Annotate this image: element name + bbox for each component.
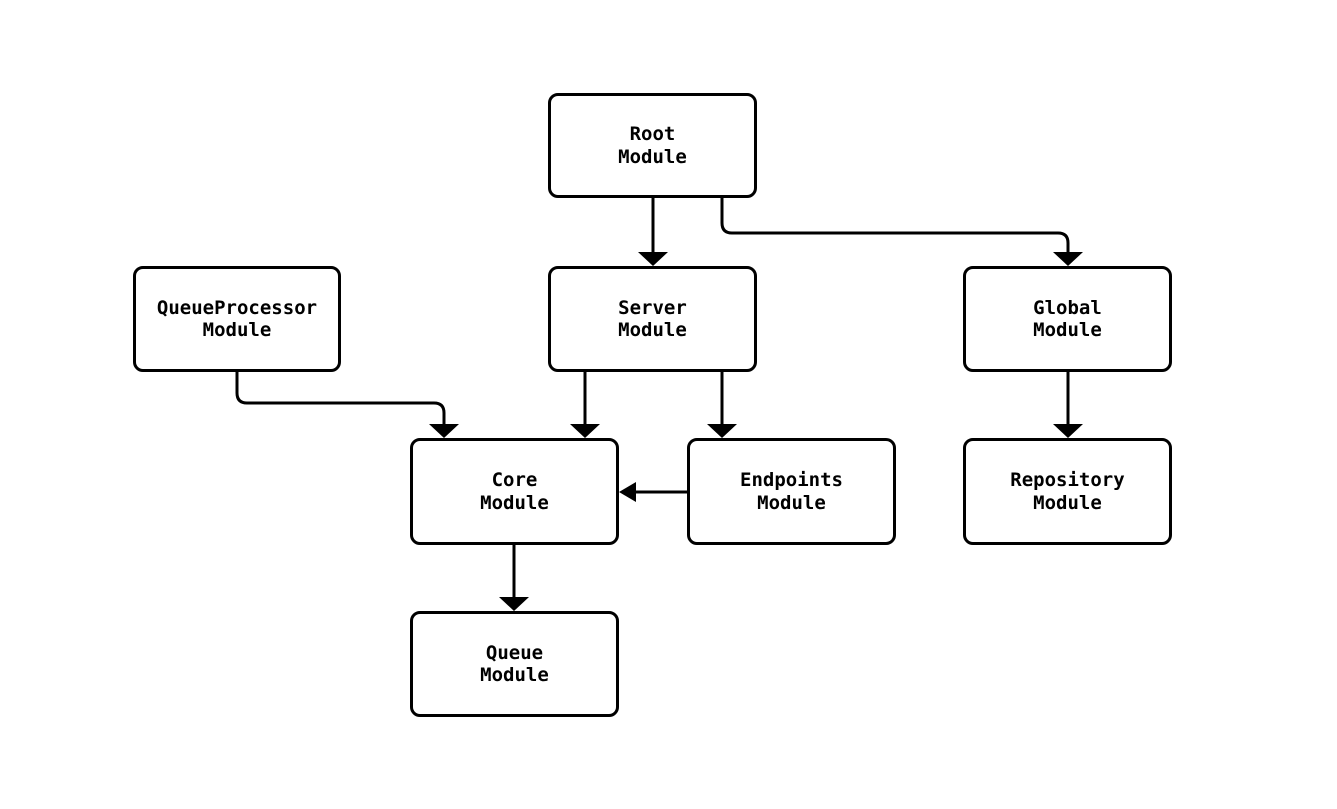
node-core-module-label: Core Module [480, 469, 549, 514]
edge-queueprocessor-to-core-arrowhead-icon [429, 424, 459, 438]
node-endpoints-module-label: Endpoints Module [740, 469, 843, 514]
node-global-module: Global Module [963, 266, 1172, 372]
node-queue-module-label: Queue Module [480, 641, 549, 686]
edge-global-to-repository [1053, 372, 1083, 438]
edge-root-to-global [720, 198, 1083, 266]
edge-server-to-core-arrowhead-icon [570, 424, 600, 438]
edge-server-to-endpoints [707, 372, 737, 438]
edge-core-to-queue-arrowhead-icon [499, 597, 529, 611]
node-server-module-label: Server Module [618, 296, 687, 341]
edge-global-to-repository-arrowhead-icon [1053, 424, 1083, 438]
node-queueprocessor-module: QueueProcessor Module [133, 266, 341, 372]
node-repository-module: Repository Module [963, 438, 1172, 545]
node-queueprocessor-module-label: QueueProcessor Module [156, 296, 318, 341]
edge-endpoints-to-core-arrowhead-icon [619, 482, 636, 502]
edge-endpoints-to-core [619, 482, 687, 502]
edge-server-to-endpoints-arrowhead-icon [707, 424, 737, 438]
edge-server-to-core [570, 372, 600, 438]
node-global-module-label: Global Module [1033, 296, 1102, 341]
edge-queueprocessor-to-core-line [235, 372, 446, 425]
node-endpoints-module: Endpoints Module [687, 438, 896, 545]
node-root-module: Root Module [548, 93, 757, 198]
edge-root-to-global-line [720, 198, 1070, 253]
edge-root-to-global-arrowhead-icon [1053, 252, 1083, 266]
node-queue-module: Queue Module [410, 611, 619, 717]
edge-queueprocessor-to-core [235, 372, 459, 438]
node-repository-module-label: Repository Module [1010, 469, 1125, 514]
node-root-module-label: Root Module [618, 123, 687, 168]
edge-core-to-queue [499, 545, 529, 611]
node-core-module: Core Module [410, 438, 619, 545]
node-server-module: Server Module [548, 266, 757, 372]
edge-root-to-server-arrowhead-icon [638, 252, 668, 266]
edge-root-to-server [638, 198, 668, 266]
